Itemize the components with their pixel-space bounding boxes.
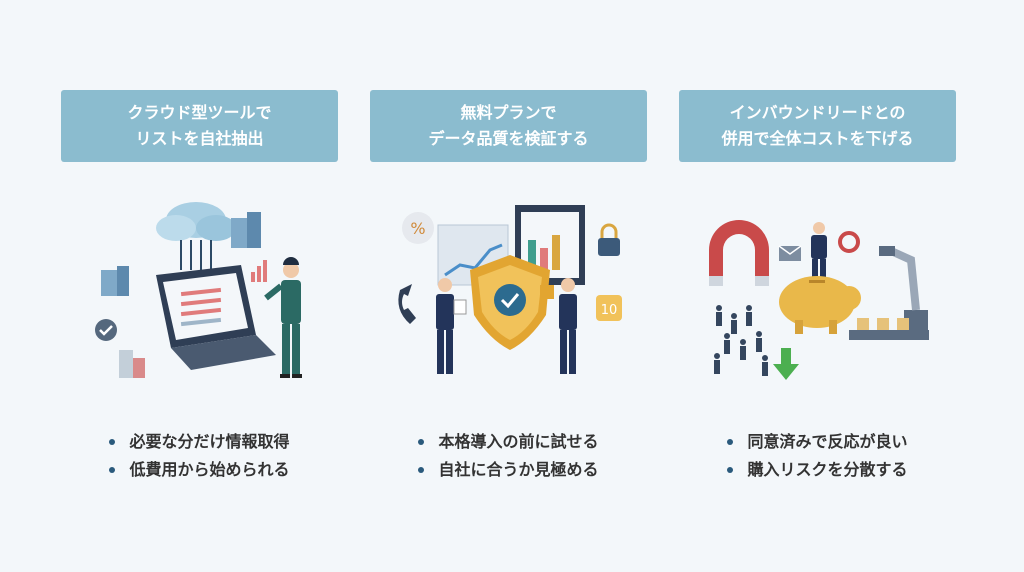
- bullet-dot-icon: [418, 467, 425, 473]
- bullet-list: 必要な分だけ情報取得 低費用から始められる: [61, 428, 338, 484]
- mail-icon: [778, 245, 802, 261]
- chart-icon: [251, 260, 267, 282]
- laptop-icon: [156, 265, 276, 370]
- column-title-line1: クラウド型ツールで: [127, 103, 272, 122]
- lock-icon: [598, 223, 620, 256]
- column-header: インバウンドリードとの 併用で全体コストを下げる: [679, 90, 956, 162]
- column-inbound-lead: インバウンドリードとの 併用で全体コストを下げる: [679, 0, 959, 572]
- bullet-dot-icon: [727, 467, 734, 473]
- list-item: 低費用から始められる: [109, 456, 290, 484]
- gear-icon: [838, 231, 860, 253]
- cloud-icon: [156, 202, 236, 241]
- column-header: クラウド型ツールで リストを自社抽出: [61, 90, 338, 162]
- column-title-line1: インバウンドリードとの: [729, 103, 906, 122]
- column-title-line2: 併用で全体コストを下げる: [721, 129, 914, 148]
- businessman-icon: [264, 257, 302, 378]
- column-header: 無料プランで データ品質を検証する: [370, 90, 647, 162]
- businessman-icon: [559, 278, 577, 374]
- businessperson-icon: [811, 222, 827, 279]
- piggy-bank-icon: [779, 276, 861, 334]
- piggy-bank-magnet-illustration: [699, 190, 939, 400]
- bullet-list: 本格導入の前に試せる 自社に合うか見極める: [370, 428, 647, 484]
- shield-check-icon: [470, 255, 550, 350]
- bullet-dot-icon: [418, 439, 425, 445]
- bullet-dot-icon: [727, 439, 734, 445]
- crowd-icon: [714, 305, 768, 376]
- column-cloud-tool: クラウド型ツールで リストを自社抽出: [61, 0, 341, 572]
- column-free-plan: 無料プランで データ品質を検証する %: [370, 0, 650, 572]
- shield-check-quality-illustration: %: [390, 190, 630, 400]
- conveyor-icon: [849, 318, 929, 340]
- list-item: 同意済みで反応が良い: [727, 428, 908, 456]
- arrow-down-icon: [773, 348, 799, 380]
- businessman-icon: [436, 278, 467, 374]
- column-title-line2: リストを自社抽出: [135, 129, 264, 148]
- phone-icon: [398, 284, 416, 324]
- percent-bubble-icon: %: [402, 212, 434, 244]
- column-title-line1: 無料プランで: [460, 103, 557, 122]
- svg-text:%: %: [410, 219, 425, 238]
- magnet-icon: [709, 220, 769, 286]
- list-item: 本格導入の前に試せる: [418, 428, 599, 456]
- list-item: 自社に合うか見極める: [418, 456, 599, 484]
- bullet-dot-icon: [109, 439, 116, 445]
- column-title-line2: データ品質を検証する: [428, 129, 589, 148]
- bullet-dot-icon: [109, 467, 116, 473]
- list-item: 購入リスクを分散する: [727, 456, 908, 484]
- bullet-list: 同意済みで反応が良い 購入リスクを分散する: [679, 428, 956, 484]
- list-item: 必要な分だけ情報取得: [109, 428, 290, 456]
- robot-arm-icon: [879, 246, 928, 330]
- svg-text:10: 10: [601, 303, 618, 318]
- check-circle-icon: [95, 319, 117, 341]
- building-icon: [101, 212, 261, 378]
- laptop-cloud-data-illustration: [81, 190, 321, 400]
- number-badge-icon: 10: [596, 295, 622, 321]
- puzzle-icon: [540, 285, 554, 299]
